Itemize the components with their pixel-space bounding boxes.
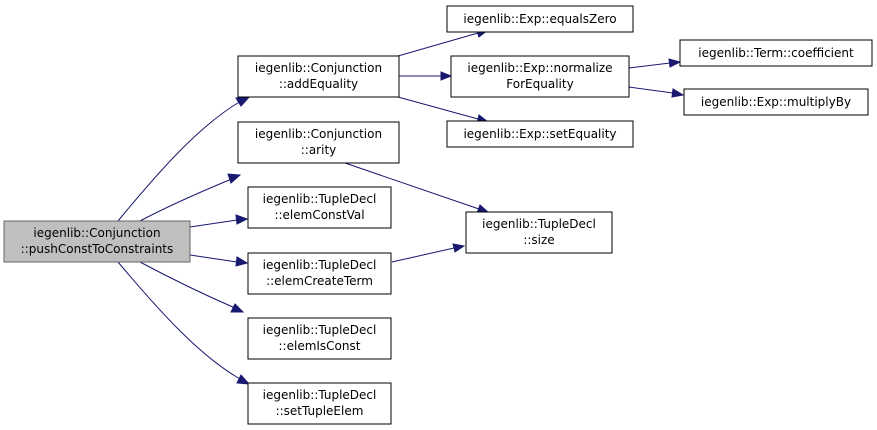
node-elem-create-term[interactable]: iegenlib::TupleDecl ::elemCreateTerm (247, 252, 392, 295)
arrowhead (227, 173, 242, 184)
node-coefficient[interactable]: iegenlib::Term::coefficient (679, 39, 873, 67)
edge-root-arity (139, 177, 235, 222)
node-size[interactable]: iegenlib::TupleDecl ::size (465, 211, 613, 254)
arrowhead (235, 214, 249, 225)
node-label-line2: ::setTupleElem (276, 404, 364, 418)
node-label-line1: iegenlib::Conjunction (33, 226, 160, 240)
node-label-line1: iegenlib::TupleDecl (263, 258, 377, 272)
node-label-line1: iegenlib::Conjunction (255, 61, 382, 75)
arrowhead (236, 374, 251, 385)
node-normalize-for-equality[interactable]: iegenlib::Exp::normalize ForEquality (450, 55, 630, 98)
edge-normalize-multiplyby (628, 86, 674, 94)
node-label-line1: iegenlib::TupleDecl (263, 192, 377, 206)
edge-root-elemconstval (189, 219, 238, 228)
node-push-const-to-constraints[interactable]: iegenlib::Conjunction ::pushConstToConst… (3, 220, 191, 263)
node-label-line2: ::elemConstVal (274, 208, 364, 222)
node-label-line1: iegenlib::TupleDecl (263, 388, 377, 402)
node-equals-zero[interactable]: iegenlib::Exp::equalsZero (446, 5, 634, 33)
node-label-line2: ::addEquality (279, 77, 358, 91)
node-label-line2: ::arity (301, 143, 337, 157)
edge-root-settupleelem (117, 261, 241, 380)
node-elem-const-val[interactable]: iegenlib::TupleDecl ::elemConstVal (247, 186, 392, 229)
arrowhead (668, 58, 682, 68)
node-label-line2: ::elemCreateTerm (266, 274, 373, 288)
arrowhead (230, 303, 245, 313)
node-label-line1: iegenlib::Exp::setEquality (463, 127, 616, 141)
node-label-line2: ::size (523, 233, 554, 247)
edge-addequality-equalszero (397, 32, 479, 57)
arrowhead (235, 256, 249, 267)
node-label-line1: iegenlib::Exp::normalize (467, 61, 612, 75)
node-multiply-by[interactable]: iegenlib::Exp::multiplyBy (683, 88, 869, 116)
node-set-tuple-elem[interactable]: iegenlib::TupleDecl ::setTupleElem (247, 382, 392, 425)
edge-root-elemisconst (139, 261, 236, 309)
node-set-equality[interactable]: iegenlib::Exp::setEquality (446, 120, 634, 148)
node-add-equality[interactable]: iegenlib::Conjunction ::addEquality (237, 55, 400, 98)
node-elem-is-const[interactable]: iegenlib::TupleDecl ::elemIsConst (247, 317, 392, 360)
node-label-line2: ::elemIsConst (279, 339, 361, 353)
arrowhead (671, 88, 685, 98)
edge-addequality-setequality (397, 96, 479, 120)
node-label-line1: iegenlib::Term::coefficient (698, 46, 854, 60)
node-label-line1: iegenlib::Exp::equalsZero (463, 12, 616, 26)
edge-normalize-coefficient (628, 62, 671, 69)
edge-arity-size (344, 162, 480, 210)
edge-root-elemcreateterm (189, 254, 238, 263)
arrowhead (452, 243, 466, 253)
edge-elemcreateterm-size (391, 247, 455, 263)
node-label-line1: iegenlib::Conjunction (255, 127, 382, 141)
edge-root-addequality (117, 100, 242, 222)
node-label-line2: ::pushConstToConstraints (21, 242, 174, 256)
node-label-line1: iegenlib::TupleDecl (263, 323, 377, 337)
node-label-line1: iegenlib::TupleDecl (482, 217, 596, 231)
arrowhead (440, 71, 453, 81)
node-label-line1: iegenlib::Exp::multiplyBy (701, 95, 851, 109)
node-label-line2: ForEquality (506, 77, 573, 91)
node-arity[interactable]: iegenlib::Conjunction ::arity (237, 121, 400, 164)
